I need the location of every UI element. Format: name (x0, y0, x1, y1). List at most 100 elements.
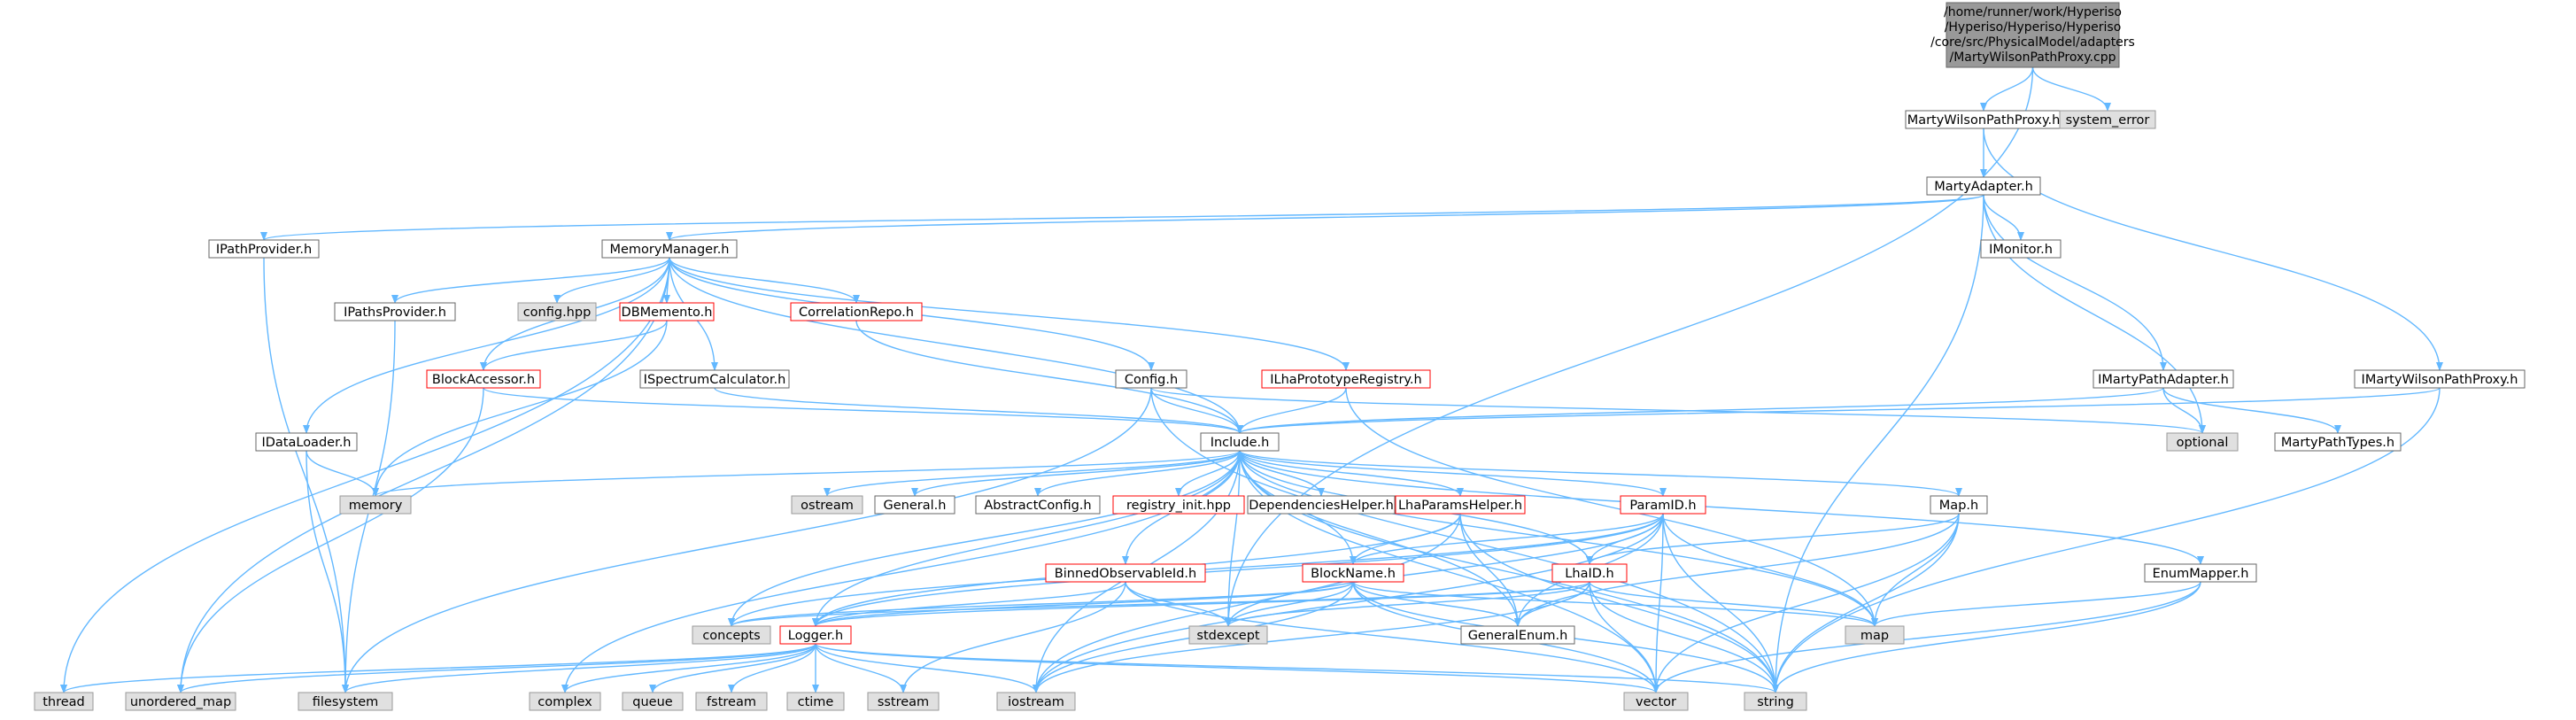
node-iLhaPrototypeRegistryH[interactable]: ILhaPrototypeRegistry.h (1261, 369, 1431, 389)
node-label: config.hpp (523, 306, 592, 320)
node-loggerH[interactable]: Logger.h (779, 625, 852, 645)
node-label: IMonitor.h (1989, 243, 2053, 257)
edge-paramIdH-to-stdexcept (1225, 513, 1664, 627)
node-box (2166, 432, 2239, 452)
node-stdexcept[interactable]: stdexcept (1188, 625, 1268, 645)
edge-includeH-to-generalH (911, 450, 1241, 497)
edge-enumMapperH-to-string (1772, 581, 2201, 693)
node-iSpectrumCalculatorH[interactable]: ISpectrumCalculator.h (639, 369, 790, 389)
edge-memoryManagerH-to-unorderedMap (177, 257, 670, 693)
root-path-line-3: /core/src/PhysicalModel/adapters (1930, 35, 2135, 50)
node-label: unordered_map (130, 695, 231, 709)
node-mapH[interactable]: Map.h (1930, 495, 1988, 515)
node-label: stdexcept (1196, 629, 1260, 643)
node-unorderedMap[interactable]: unordered_map (125, 692, 236, 711)
node-label: CorrelationRepo.h (799, 306, 914, 320)
node-systemError[interactable]: system_error (2059, 110, 2156, 129)
node-iMonitorH[interactable]: IMonitor.h (1980, 239, 2062, 259)
node-label: ostream (801, 499, 854, 513)
node-filesystem[interactable]: filesystem (298, 692, 393, 711)
dependency-edges (60, 66, 2443, 693)
node-enumMapperH[interactable]: EnumMapper.h (2144, 563, 2257, 583)
node-abstractConfigH[interactable]: AbstractConfig.h (975, 495, 1101, 515)
edge-lhaIdH-to-stdexcept (1225, 581, 1590, 627)
node-box (426, 369, 541, 389)
node-queue[interactable]: queue (622, 692, 684, 711)
node-memoryManagerH[interactable]: MemoryManager.h (601, 239, 738, 259)
edge-lhaParamsHelperH-to-generalEnumH (1459, 513, 1521, 627)
node-vector[interactable]: vector (1623, 692, 1689, 711)
node-memory[interactable]: memory (339, 495, 412, 515)
node-dbMementoH[interactable]: DBMemento.h (619, 302, 715, 321)
node-box (786, 692, 845, 711)
edge-includeH-to-generalEnumH (1239, 450, 1521, 627)
node-lhaParamsHelperH[interactable]: LhaParamsHelper.h (1395, 495, 1526, 515)
node-complex[interactable]: complex (529, 692, 601, 711)
edge-memoryManagerH-to-iLhaPrototypeRegistryH (669, 257, 1350, 371)
node-ctime[interactable]: ctime (786, 692, 845, 711)
node-includeH[interactable]: Include.h (1200, 432, 1280, 452)
edge-loggerH-to-unorderedMap (177, 643, 816, 693)
node-optional[interactable]: optional (2166, 432, 2239, 452)
edge-martyAdapterH-to-string (1772, 194, 1984, 693)
edge-memoryManagerH-to-correlationRepoH (669, 257, 860, 304)
node-box (619, 302, 715, 321)
node-iDataLoaderH[interactable]: IDataLoader.h (255, 432, 358, 452)
node-thread[interactable]: thread (34, 692, 94, 711)
edge-configH-to-filesystem (342, 387, 1152, 693)
node-configH[interactable]: Config.h (1115, 369, 1187, 389)
node-label: iostream (1008, 695, 1064, 709)
node-ostream[interactable]: ostream (791, 495, 863, 515)
node-martyAdapterH[interactable]: MartyAdapter.h (1926, 176, 2041, 196)
node-dependenciesHelperH[interactable]: DependenciesHelper.h (1247, 495, 1396, 515)
node-binnedObservableIdH[interactable]: BinnedObservableId.h (1045, 563, 1206, 583)
node-iostream[interactable]: iostream (996, 692, 1076, 711)
node-martyPathTypesH[interactable]: MartyPathTypes.h (2274, 432, 2402, 452)
node-label: thread (43, 695, 85, 709)
node-iMartyPathAdapterH[interactable]: IMartyPathAdapter.h (2093, 369, 2234, 389)
edge-loggerH-to-thread (60, 643, 816, 693)
edge-dbMementoH-to-blockAccessorH (480, 320, 668, 371)
node-label: concepts (702, 629, 760, 643)
node-generalEnumH[interactable]: GeneralEnum.h (1460, 625, 1575, 645)
node-iMartyWilsonPathProxyH[interactable]: IMartyWilsonPathProxy.h (2354, 369, 2526, 389)
edge-mapH-to-string (1772, 513, 1960, 693)
node-paramIdH[interactable]: ParamID.h (1620, 495, 1706, 515)
edge-correlationRepoH-to-includeH (855, 320, 1243, 434)
node-fstream[interactable]: fstream (695, 692, 768, 711)
edge-binnedObservableIdH-to-vector (1125, 581, 1659, 693)
node-martyWilsonPathProxyH[interactable]: MartyWilsonPathProxy.h (1905, 110, 2062, 129)
node-box (1845, 625, 1905, 645)
node-label: AbstractConfig.h (984, 499, 1091, 513)
edge-paramIdH-to-blockNameH (1350, 513, 1664, 565)
node-label: GeneralEnum.h (1468, 629, 1568, 643)
node-iPathProviderH[interactable]: IPathProvider.h (208, 239, 320, 259)
node-box (334, 302, 456, 321)
edge-mapH-to-generalEnumH (1514, 513, 1960, 627)
node-label: sstream (878, 695, 929, 709)
node-lhaIdH[interactable]: LhaID.h (1551, 563, 1628, 583)
node-correlationRepoH[interactable]: CorrelationRepo.h (790, 302, 923, 321)
node-label: queue (632, 695, 673, 709)
node-registryInitHpp[interactable]: registry_init.hpp (1112, 495, 1245, 515)
node-concepts[interactable]: concepts (692, 625, 771, 645)
node-label: Include.h (1211, 436, 1270, 450)
node-label: BlockName.h (1311, 567, 1396, 581)
edge-memoryManagerH-to-thread (60, 257, 670, 693)
node-configHpp[interactable]: config.hpp (517, 302, 597, 321)
node-box (1623, 692, 1689, 711)
node-box (1926, 176, 2041, 196)
node-box (695, 692, 768, 711)
edge-blockNameH-to-map (1352, 581, 1878, 627)
root-file-node[interactable]: /home/runner/work/Hyperiso /Hyperiso/Hyp… (1930, 2, 2135, 68)
edge-configH-to-string (1150, 387, 1779, 693)
node-string[interactable]: string (1744, 692, 1807, 711)
node-map[interactable]: map (1845, 625, 1905, 645)
node-iPathsProviderH[interactable]: IPathsProvider.h (334, 302, 456, 321)
node-sstream[interactable]: sstream (867, 692, 940, 711)
node-blockNameH[interactable]: BlockName.h (1302, 563, 1404, 583)
node-generalH[interactable]: General.h (874, 495, 955, 515)
node-label: complex (538, 695, 592, 709)
node-blockAccessorH[interactable]: BlockAccessor.h (426, 369, 541, 389)
